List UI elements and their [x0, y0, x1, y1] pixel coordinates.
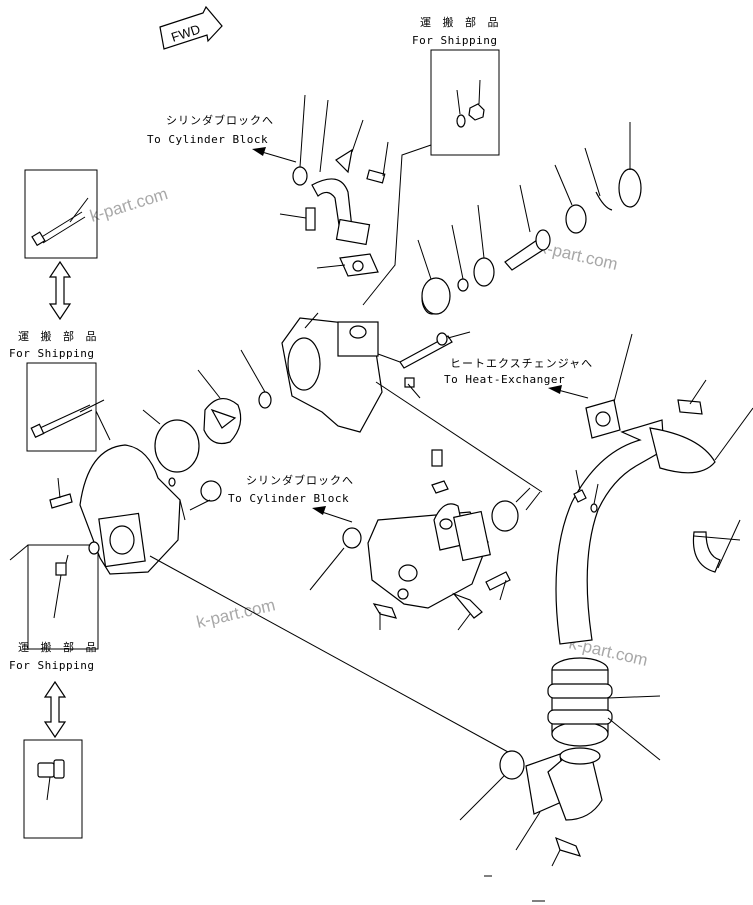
flange-gasket-icon: [585, 333, 633, 439]
leader-line: [95, 410, 111, 441]
connection-line: [525, 491, 541, 511]
leader-line: [309, 547, 345, 591]
fwd-arrow-icon: FWD: [159, 5, 223, 50]
shipping-label-en-left-bottom: For Shipping: [9, 659, 94, 672]
elbow-pipe-icon: [279, 94, 389, 246]
shipping-label-en-top: For Shipping: [412, 34, 497, 47]
watermark-1: k-part.com: [88, 184, 170, 226]
leader-shipping-top: [362, 144, 432, 306]
cylinder-label-jp-mid: シリンダブロックへ: [246, 473, 354, 487]
cylinder-label-en-mid: To Cylinder Block: [228, 492, 349, 505]
pump-housing-icon: [281, 312, 471, 433]
o-ring-icon: [421, 277, 451, 315]
connection-line: [375, 381, 543, 493]
cylinder-label-jp-top: シリンダブロックへ: [166, 113, 274, 127]
o-ring-icon: [499, 750, 525, 780]
nut-icon: [456, 79, 485, 128]
shipping-label-jp-left-bottom: 運 搬 部 品: [18, 640, 101, 654]
o-ring-icon: [200, 480, 222, 502]
o-ring-icon: [491, 500, 519, 532]
leader-line: [189, 499, 211, 511]
fitting-icon: [37, 759, 65, 801]
shipping-label-en-left: For Shipping: [9, 347, 94, 360]
long-bolt-icon: [30, 399, 105, 439]
water-manifold-icon: [367, 449, 511, 631]
shipping-label-jp-top: 運 搬 部 品: [420, 15, 503, 29]
shipping-box-left-2: [26, 362, 97, 452]
leader-line: [515, 487, 531, 503]
direction-arrow-icon: [312, 506, 353, 523]
leader-line: [142, 409, 161, 425]
shipping-label-jp-left: 運 搬 部 品: [18, 329, 101, 343]
cylinder-label-en-top: To Cylinder Block: [147, 133, 268, 146]
bent-pipe-icon: [555, 379, 753, 645]
connection-line: [149, 555, 509, 753]
long-bolt-icon: [31, 197, 89, 247]
leader-line: [9, 544, 29, 561]
shipping-box-left-1: [24, 169, 98, 259]
hose-connector-icon: [547, 657, 661, 761]
o-ring-icon: [342, 527, 362, 549]
leader-line: [459, 775, 505, 821]
heat-exchanger-label-en: To Heat-Exchanger: [444, 373, 565, 386]
gasket-icon: [316, 253, 379, 277]
o-ring-icon: [154, 419, 200, 473]
shipping-box-top: [430, 49, 500, 156]
pump-cover-icon: [49, 444, 186, 575]
shipping-box-left-3: [27, 544, 99, 650]
double-arrow-icon: [43, 680, 67, 739]
direction-arrow-icon: [548, 385, 589, 399]
lower-elbow-icon: [515, 747, 603, 867]
watermark-3: k-part.com: [195, 595, 278, 632]
shipping-box-left-4: [23, 739, 83, 839]
heat-exchanger-label-jp: ヒートエクスチェンジャへ: [450, 357, 593, 370]
shaft-assembly-icon: [417, 122, 642, 315]
double-arrow-icon: [48, 260, 72, 321]
direction-arrow-icon: [252, 147, 297, 163]
impeller-icon: [197, 349, 272, 445]
plug-icon: [53, 554, 69, 619]
